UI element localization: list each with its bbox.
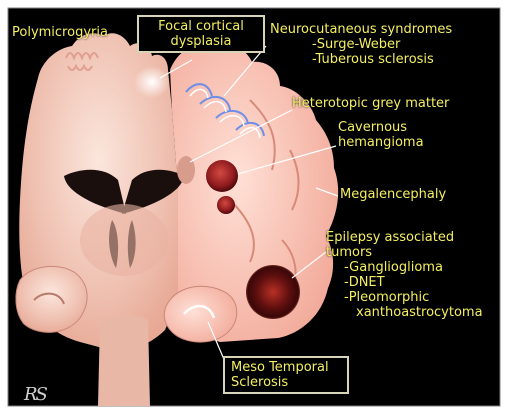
label-cavernous-line-1: Cavernous [338,120,424,135]
label-tumors-line-2: tumors [326,245,483,260]
label-polymicrogyria: Polymicrogyria [12,25,108,40]
temporal-lobe-right [164,286,237,342]
brainstem [98,316,150,407]
label-tumors-line-1: Epilepsy associated [326,230,483,245]
temporal-lobe-left [16,266,87,332]
label-focal-line-2: dysplasia [145,34,257,49]
basal-ganglia [80,204,168,276]
label-neurocutaneous: Neurocutaneous syndromes -Surge-Weber -T… [270,22,452,67]
dysplasia-glow [134,66,170,98]
label-polymicrogyria-text: Polymicrogyria [12,25,108,40]
epilepsy-tumor [246,265,300,319]
label-cavernous-line-2: hemangioma [338,135,424,150]
label-neuro-line-2: -Surge-Weber [270,37,452,52]
label-tumors-line-4: -DNET [326,275,483,290]
label-meso-line-1: Meso Temporal [231,360,341,375]
label-heterotopic-text: Heterotopic grey matter [292,96,449,111]
cavernous-hemangioma-small [217,196,235,214]
label-meso-temporal-sclerosis: Meso Temporal Sclerosis [223,356,349,394]
label-tumors-line-5: -Pleomorphic [326,290,483,305]
label-heterotopic: Heterotopic grey matter [292,96,449,111]
label-tumors-line-3: -Ganglioglioma [326,260,483,275]
label-megalencephaly-text: Megalencephaly [340,187,446,202]
label-meso-line-2: Sclerosis [231,375,341,390]
label-tumors-line-6: xanthoastrocytoma [326,305,483,320]
label-megalencephaly: Megalencephaly [340,187,446,202]
label-focal-cortical-dysplasia: Focal cortical dysplasia [137,15,265,53]
label-neuro-line-3: -Tuberous sclerosis [270,52,452,67]
artist-signature: RS [24,384,46,405]
cavernous-hemangioma-large [206,160,238,192]
label-cavernous: Cavernous hemangioma [338,120,424,150]
label-neuro-line-1: Neurocutaneous syndromes [270,22,452,37]
label-epilepsy-tumors: Epilepsy associated tumors -Gangliogliom… [326,230,483,320]
label-focal-line-1: Focal cortical [145,19,257,34]
